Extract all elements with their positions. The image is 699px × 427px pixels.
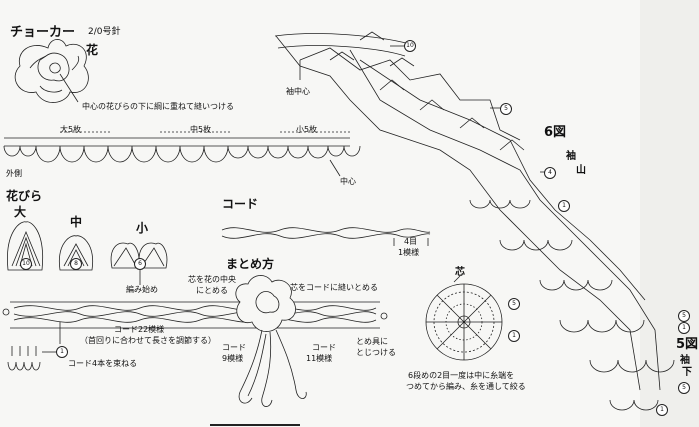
- sew-note: 芯をコードに縫いとめる: [290, 283, 378, 292]
- flower-drawing: [14, 39, 89, 103]
- start-note: 編み始め: [126, 285, 158, 294]
- sleeve-row-1a: 1: [558, 200, 570, 212]
- cord-pattern: 1模様: [398, 248, 420, 257]
- sleeve-row-5c: 5: [678, 382, 690, 394]
- figure-6-label: 6図: [544, 125, 567, 140]
- center-note-2: にとめる: [196, 286, 228, 295]
- sleeve-row-5b: 5: [678, 310, 690, 322]
- bundle-note: コード4本を束ねる: [68, 359, 138, 368]
- center-label: 中心: [340, 177, 356, 186]
- petal-count-small: 小5枚: [296, 125, 318, 134]
- bundle-row-number: 1: [56, 346, 68, 358]
- petal-count-large: 大5枚: [60, 125, 82, 134]
- sleeve-hem-label-1: 袖: [680, 355, 690, 366]
- outer-label: 外側: [6, 169, 22, 178]
- sleeve-cap-label-2: 山: [576, 165, 586, 176]
- cord-chart: [221, 227, 431, 246]
- cord-stitches: 4目: [404, 237, 418, 246]
- center-note-1: 芯を花の中央: [188, 275, 236, 284]
- sleeve-cap-label-1: 袖: [566, 151, 576, 162]
- petal-large-label: 大: [14, 205, 27, 219]
- cord-9-label: コード: [222, 343, 246, 352]
- clasp-note-1: とめ具に: [356, 337, 388, 346]
- petal-medium-label: 中: [70, 215, 83, 229]
- core-row-5: 5: [508, 298, 520, 310]
- petals-title: 花びら: [6, 189, 43, 203]
- core-row-1: 1: [508, 330, 520, 342]
- cord-22-pattern: コード22模様: [114, 325, 165, 334]
- choker-assembly-drawing: [2, 275, 388, 407]
- core-note-1: 6段めの2目一度は中に糸端を: [408, 371, 515, 380]
- petal-medium-rows: 8: [70, 258, 82, 270]
- sleeve-center-label: 袖中心: [286, 87, 310, 96]
- core-chart: [425, 275, 503, 361]
- core-note-2: つめてから編み、糸を通して絞る: [406, 382, 526, 391]
- assembly-title: まとめ方: [226, 257, 275, 271]
- figure-5-label: 5図: [676, 337, 699, 352]
- cord-9-pattern: 9模様: [222, 354, 244, 363]
- sleeve-chart: [274, 31, 675, 411]
- hook-size: 2/0号針: [88, 27, 121, 37]
- sleeve-hem-label-2: 下: [682, 367, 692, 378]
- petal-strip-chart: [3, 131, 361, 177]
- petal-large-rows: 10: [20, 258, 32, 270]
- core-title: 芯: [455, 267, 465, 278]
- choker-title: チョーカー: [10, 25, 76, 40]
- cord-title: コード: [222, 197, 259, 211]
- sleeve-row-10: 10: [404, 40, 416, 52]
- sleeve-row-4: 4: [544, 167, 556, 179]
- clasp-note-2: とじつける: [356, 348, 396, 357]
- flower-label: 花: [86, 43, 99, 57]
- sleeve-row-1b: 1: [678, 322, 690, 334]
- flower-note: 中心の花びらの下に綱に重ねて縫いつける: [82, 102, 234, 111]
- cord-11-label: コード: [312, 343, 336, 352]
- sleeve-row-1c: 1: [656, 404, 668, 416]
- petal-small-label: 小: [136, 221, 149, 235]
- petal-count-medium: 中5枚: [190, 125, 212, 134]
- cord-11-pattern: 11模様: [306, 354, 333, 363]
- length-note: （首回りに合わせて長さを調節する）: [80, 336, 216, 345]
- sleeve-row-5a: 5: [500, 103, 512, 115]
- bundle-drawing: [7, 346, 56, 371]
- petal-small-rows: 6: [134, 258, 146, 270]
